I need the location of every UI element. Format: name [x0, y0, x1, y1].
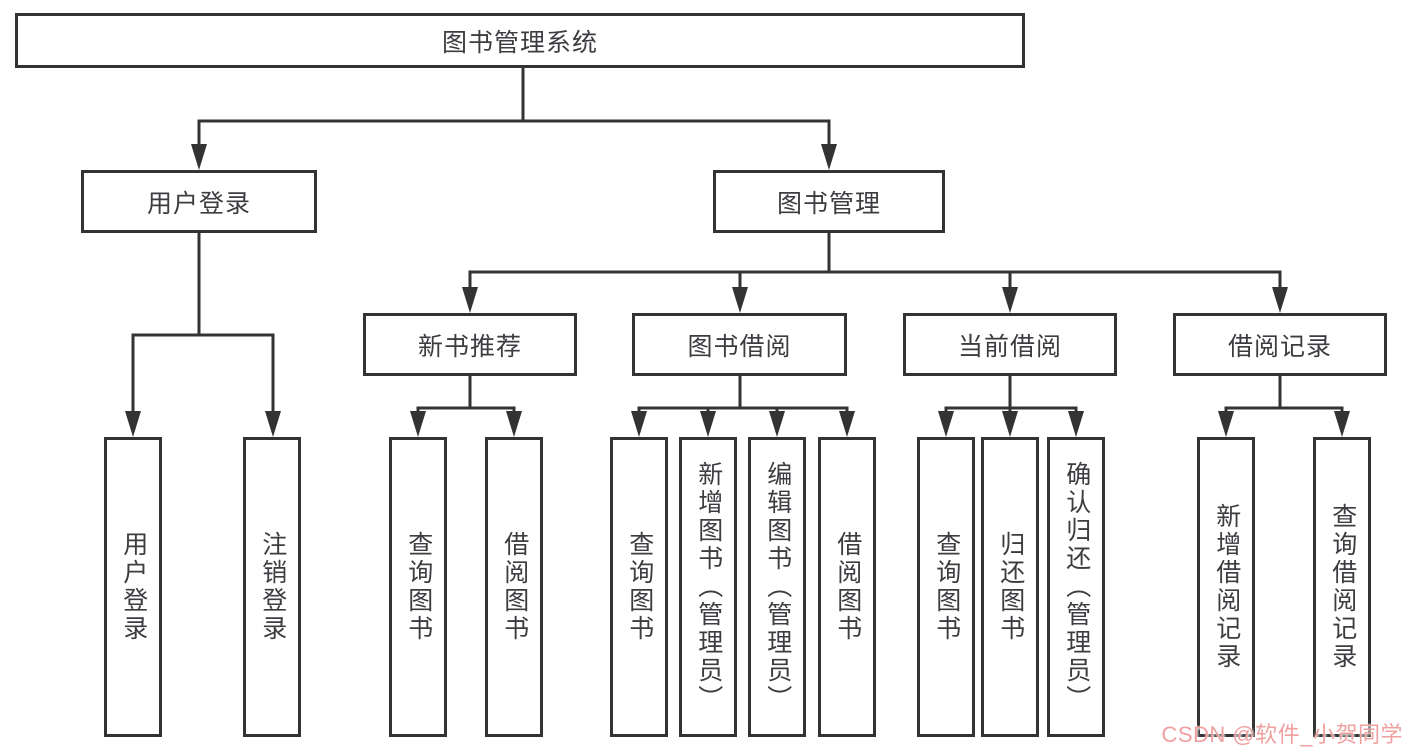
node-user-login: 用户登录 [81, 170, 317, 233]
leaf-borrow-edit-books-admin: 编辑图书（管理员） [748, 437, 806, 737]
node-new-book-recommend: 新书推荐 [363, 313, 577, 376]
leaf-borrow-add-books-admin: 新增图书（管理员） [679, 437, 737, 737]
leaf-records-query-record: 查询借阅记录 [1313, 437, 1371, 737]
leaf-current-confirm-return-admin-label: 确认归还（管理员） [1062, 461, 1091, 713]
leaf-borrow-add-books-admin-label: 新增图书（管理员） [694, 461, 723, 713]
leaf-borrow-edit-books-admin-label: 编辑图书（管理员） [763, 461, 792, 713]
leaf-newrec-borrow-books-label: 借阅图书 [500, 531, 529, 643]
node-root-label: 图书管理系统 [441, 28, 598, 57]
leaf-user-login-label: 用户登录 [119, 531, 148, 643]
leaf-records-add-record: 新增借阅记录 [1197, 437, 1255, 737]
node-book-borrow-label: 图书借阅 [687, 332, 792, 361]
leaf-current-query-books-label: 查询图书 [932, 531, 961, 643]
node-current-borrow-label: 当前借阅 [957, 332, 1062, 361]
leaf-newrec-borrow-books: 借阅图书 [485, 437, 543, 737]
node-borrow-records-label: 借阅记录 [1227, 332, 1332, 361]
node-user-login-label: 用户登录 [146, 189, 251, 218]
leaf-current-return-books-label: 归还图书 [996, 531, 1025, 643]
leaf-records-add-record-label: 新增借阅记录 [1212, 503, 1241, 671]
leaf-logout: 注销登录 [243, 437, 301, 737]
leaf-borrow-borrow-books-label: 借阅图书 [833, 531, 862, 643]
leaf-newrec-query-books-label: 查询图书 [404, 531, 433, 643]
node-book-borrow: 图书借阅 [632, 313, 847, 376]
leaf-records-query-record-label: 查询借阅记录 [1328, 503, 1357, 671]
leaf-borrow-query-books-label: 查询图书 [625, 531, 654, 643]
leaf-newrec-query-books: 查询图书 [389, 437, 447, 737]
node-borrow-records: 借阅记录 [1173, 313, 1387, 376]
node-current-borrow: 当前借阅 [903, 313, 1117, 376]
node-new-book-recommend-label: 新书推荐 [417, 332, 522, 361]
leaf-logout-label: 注销登录 [258, 531, 287, 643]
node-book-management-label: 图书管理 [776, 189, 881, 218]
leaf-current-return-books: 归还图书 [981, 437, 1039, 737]
leaf-user-login: 用户登录 [104, 437, 162, 737]
leaf-current-confirm-return-admin: 确认归还（管理员） [1047, 437, 1105, 737]
node-book-management: 图书管理 [713, 170, 945, 233]
node-root: 图书管理系统 [15, 13, 1025, 68]
csdn-watermark: CSDN @软件_小贺同学 [1161, 722, 1403, 747]
leaf-borrow-borrow-books: 借阅图书 [818, 437, 876, 737]
leaf-current-query-books: 查询图书 [917, 437, 975, 737]
leaf-borrow-query-books: 查询图书 [610, 437, 668, 737]
